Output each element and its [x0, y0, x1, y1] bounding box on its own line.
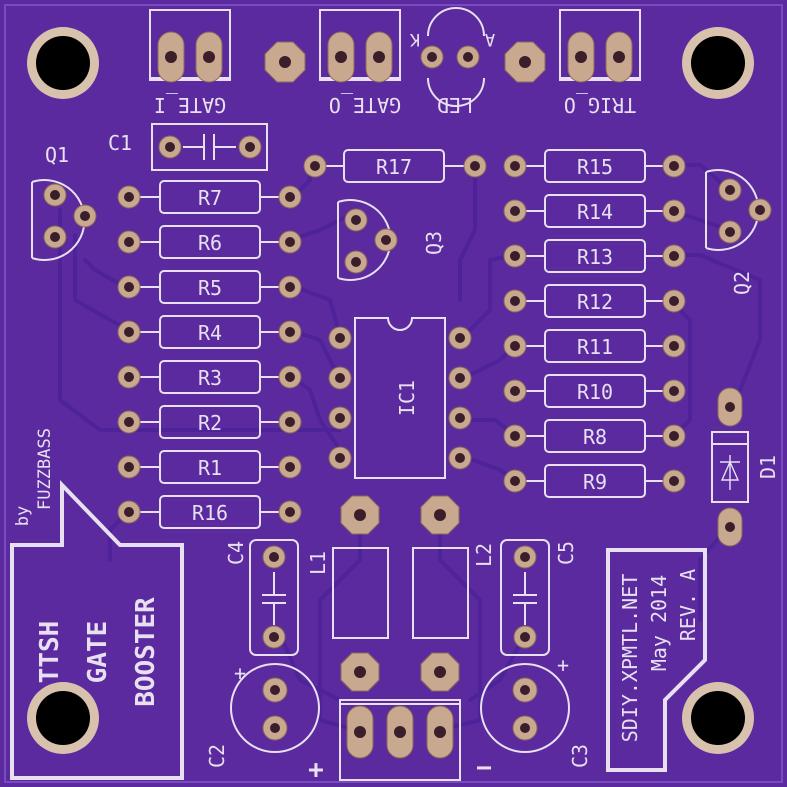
power-connector: + −	[308, 699, 492, 785]
resistor-r8: R8	[503, 419, 686, 453]
resistor-r5: R5	[117, 270, 302, 304]
resistor-r9: R9	[503, 464, 686, 498]
credit-line3: REV. A	[676, 569, 700, 641]
board-outline	[4, 4, 783, 783]
q2-label: Q2	[730, 271, 754, 295]
d1-label: D1	[756, 455, 780, 479]
capacitor-c2: + C2	[205, 661, 320, 768]
c2-label: C2	[205, 744, 229, 768]
r10-label: R10	[577, 380, 613, 404]
trig-o-label: TRIG_O	[564, 93, 636, 117]
title-bubble: TTSH GATE BOOSTER	[10, 480, 184, 780]
r13-label: R13	[577, 245, 613, 269]
resistor-r13: R13	[503, 239, 686, 273]
traces	[58, 163, 762, 732]
resistor-r11: R11	[503, 329, 686, 363]
resistor-r1: R1	[117, 450, 302, 484]
capacitor-c4: C4	[224, 539, 299, 656]
trig-extra-pad	[504, 41, 546, 83]
power-minus-label: −	[476, 753, 492, 783]
mounting-hole-bl	[27, 682, 99, 754]
led-a-label: A	[485, 29, 495, 49]
resistor-r14: R14	[503, 194, 686, 228]
title-line2: GATE	[83, 621, 113, 684]
l1-label: L1	[306, 551, 330, 575]
resistor-r6: R6	[117, 225, 302, 259]
resistor-r15: R15	[503, 149, 686, 183]
connector-gate-i: GATE_I	[149, 9, 231, 117]
r9-label: R9	[583, 470, 607, 494]
c3-label: C3	[568, 744, 592, 768]
c1-label: C1	[108, 131, 132, 155]
r14-label: R14	[577, 200, 613, 224]
fuzzbass-label: FUZZBASS	[35, 428, 55, 510]
title-line1: TTSH	[35, 621, 65, 684]
led-label: LED	[437, 93, 473, 117]
credit-line1: SDIY.XPMTL.NET	[618, 574, 642, 743]
mounting-hole-tr	[682, 27, 754, 99]
r16-label: R16	[192, 501, 228, 525]
connector-gate-o: GATE_O	[319, 9, 401, 117]
by-label: by	[13, 506, 33, 526]
r7-label: R7	[198, 186, 222, 210]
l2-label: L2	[472, 543, 496, 567]
power-pads-bottom	[340, 652, 460, 692]
transistor-q3: Q3	[337, 199, 446, 281]
credit-line2: May 2014	[647, 575, 671, 671]
power-pads-top	[340, 495, 460, 535]
r11-label: R11	[577, 335, 613, 359]
q3-label: Q3	[422, 231, 446, 255]
r6-label: R6	[198, 231, 222, 255]
r15-label: R15	[577, 155, 613, 179]
r1-label: R1	[198, 456, 222, 480]
resistor-r4: R4	[117, 315, 302, 349]
credit-box: SDIY.XPMTL.NET May 2014 REV. A	[606, 548, 707, 772]
resistor-r10: R10	[503, 374, 686, 408]
ic1-label: IC1	[395, 380, 419, 416]
resistor-r17: R17	[303, 149, 487, 183]
led-k-label: K	[409, 29, 420, 49]
resistor-r12: R12	[503, 284, 686, 318]
capacitor-c1: C1	[108, 123, 268, 171]
title-line3: BOOSTER	[131, 597, 161, 707]
q1-label: Q1	[45, 143, 69, 167]
gate-i-label: GATE_I	[154, 93, 226, 117]
gate-o-extra-pad	[264, 41, 306, 83]
mounting-hole-br	[682, 682, 754, 754]
r17-label: R17	[376, 155, 412, 179]
r2-label: R2	[198, 411, 222, 435]
capacitor-c5: C5	[500, 539, 578, 656]
r5-label: R5	[198, 276, 222, 300]
power-plus-label: +	[308, 755, 324, 785]
connector-trig-o: TRIG_O	[559, 9, 641, 117]
r4-label: R4	[198, 321, 222, 345]
led: K A LED	[409, 7, 495, 117]
r3-label: R3	[198, 366, 222, 390]
c3-plus-label: +	[557, 653, 569, 677]
inductor-l2: L2	[412, 543, 496, 639]
r12-label: R12	[577, 290, 613, 314]
transistor-q2: Q2	[705, 169, 772, 295]
capacitor-c3: + C3	[480, 653, 592, 768]
transistor-q1: Q1	[31, 143, 97, 261]
resistor-r7: R7	[117, 180, 302, 214]
c2-plus-label: +	[234, 661, 246, 685]
r8-label: R8	[583, 425, 607, 449]
c5-label: C5	[554, 541, 578, 565]
c4-label: C4	[224, 541, 248, 565]
mounting-hole-tl	[27, 27, 99, 99]
diode-d1: D1	[711, 387, 780, 547]
inductor-l1: L1	[306, 547, 389, 639]
ic-ic1: IC1	[328, 317, 472, 479]
resistor-r3: R3	[117, 360, 302, 394]
resistor-r2: R2	[117, 405, 302, 439]
resistor-r16: R16	[117, 495, 302, 529]
gate-o-label: GATE_O	[329, 93, 401, 117]
